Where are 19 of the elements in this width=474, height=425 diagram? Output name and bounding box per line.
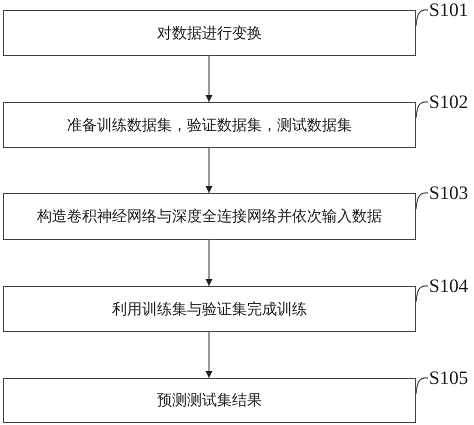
arrow <box>206 332 212 378</box>
arrow <box>206 56 212 102</box>
step-text: 利用训练集与验证集完成训练 <box>112 300 307 318</box>
process-box <box>3 193 416 240</box>
step-number: S102 <box>429 93 468 113</box>
step-text: 构造卷积神经网络与深度全连接网络并依次输入数据 <box>37 207 382 226</box>
step-number: S103 <box>429 184 468 204</box>
step-text: 准备训练数据集，验证数据集，测试数据集 <box>67 116 352 134</box>
step-number: S101 <box>429 1 468 21</box>
step-text: 预测测试集结果 <box>157 391 262 410</box>
process-box <box>3 10 416 56</box>
process-box <box>3 102 416 148</box>
step-text: 对数据进行变换 <box>157 24 262 42</box>
arrow <box>206 148 212 194</box>
step-number: S105 <box>429 369 468 389</box>
arrow <box>206 240 212 286</box>
process-box <box>3 378 416 423</box>
step-number: S104 <box>429 277 468 297</box>
process-box <box>3 286 416 332</box>
